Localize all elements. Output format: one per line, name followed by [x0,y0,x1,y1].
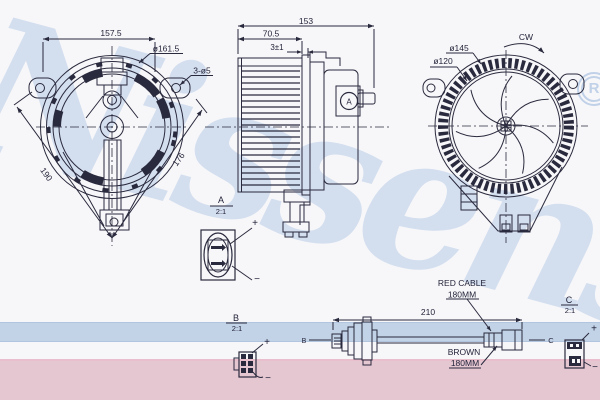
red-cable-label: RED CABLE [438,278,487,288]
dim-side-cage-width: 70.5 [263,29,280,39]
dim-front-holes: 3-ø5 [193,66,211,76]
dim-cable-length: 210 [421,307,435,317]
rotation-direction-label: CW [519,32,533,42]
dimension-labels: 157.5 ø161.5 3-ø5 190 176 153 70.5 3±1 A… [38,16,598,384]
detail-a-minus: − [254,274,260,285]
registered-trademark-icon: R [577,72,600,106]
red-cable-length: 180MM [448,290,476,300]
detail-b-minus: − [265,373,271,384]
detail-b-connector [226,322,264,378]
detail-b-letter: B [233,313,239,323]
detail-a-scale: 2:1 [216,207,226,216]
side-marker-a: A [346,98,352,107]
brown-cable-label: BROWN [448,347,481,357]
detail-c-letter: C [566,295,573,305]
detail-c-plus: + [591,324,597,335]
filled-details [17,23,582,373]
brown-cable-length: 180MM [451,358,479,368]
detail-b-plus: + [264,337,270,348]
dim-front-diameter: ø161.5 [153,44,180,54]
rear-view [422,43,588,243]
detail-c-scale: 2:1 [565,306,575,315]
cable-right-ref: C [548,336,554,345]
cable-left-ref: B [302,338,307,345]
dim-rear-inner-diameter: ø120 [433,56,453,66]
dim-rear-outer-diameter: ø145 [449,43,469,53]
cable-assembly [309,298,545,369]
front-view [13,38,213,246]
dim-front-width: 157.5 [100,28,122,38]
detail-c-connector [561,304,592,369]
dim-side-tolerance: 3±1 [270,43,284,52]
detail-a-plus: + [252,218,258,229]
detail-a-connector [200,205,253,281]
side-view [205,25,392,238]
pink-band [0,359,600,400]
dim-front-diag-left: 190 [38,166,55,184]
detail-b-scale: 2:1 [232,324,242,333]
detail-a-letter: A [218,195,224,205]
detail-c-minus: − [592,362,598,373]
dim-side-length: 153 [299,16,313,26]
